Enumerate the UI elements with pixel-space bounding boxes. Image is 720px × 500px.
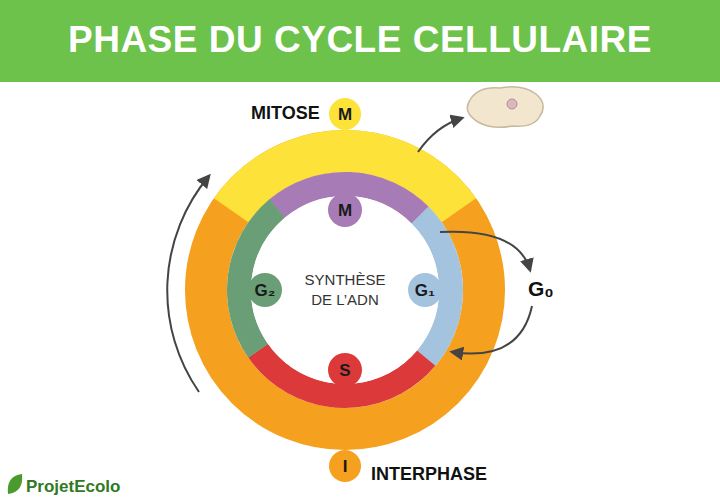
interphase-marker: I bbox=[329, 450, 361, 482]
center-label: SYNTHÈSE DE L’ADN bbox=[299, 270, 391, 311]
s-phase-marker: S bbox=[328, 353, 362, 387]
phase-letter: M bbox=[338, 202, 352, 219]
m-phase-marker: M bbox=[328, 193, 362, 227]
logo-text: ProjetEcolo bbox=[26, 477, 120, 497]
g1-phase-arc bbox=[195, 140, 495, 440]
mitosis-label: MITOSE bbox=[251, 103, 320, 124]
phase-letter: M bbox=[338, 106, 352, 123]
mitosis-arc bbox=[151, 96, 538, 483]
phase-letter: I bbox=[343, 458, 348, 475]
g1-phase-marker: G₁ bbox=[408, 273, 442, 307]
g0-label: G₀ bbox=[528, 277, 554, 301]
interphase-label: INTERPHASE bbox=[371, 464, 487, 485]
phase-letter: G₁ bbox=[415, 282, 435, 299]
quiescence-arrow bbox=[440, 232, 530, 270]
mitosis-marker: M bbox=[329, 98, 361, 130]
phase-letter: G₂ bbox=[255, 282, 276, 299]
s-phase-arc bbox=[196, 141, 495, 440]
division-arrow bbox=[418, 118, 462, 152]
logo-leaf bbox=[8, 474, 22, 494]
daughter-cell bbox=[467, 87, 543, 127]
title: PHASE DU CYCLE CELLULAIRE bbox=[68, 19, 652, 61]
phase-letter: S bbox=[339, 362, 350, 379]
cell-nucleus bbox=[507, 99, 517, 109]
cycle-direction-arrow bbox=[167, 176, 209, 392]
g2-phase-arc bbox=[197, 142, 492, 437]
g2-phase-marker: G₂ bbox=[248, 273, 282, 307]
m-phase-arc bbox=[196, 141, 495, 440]
return-arrow bbox=[452, 306, 532, 354]
